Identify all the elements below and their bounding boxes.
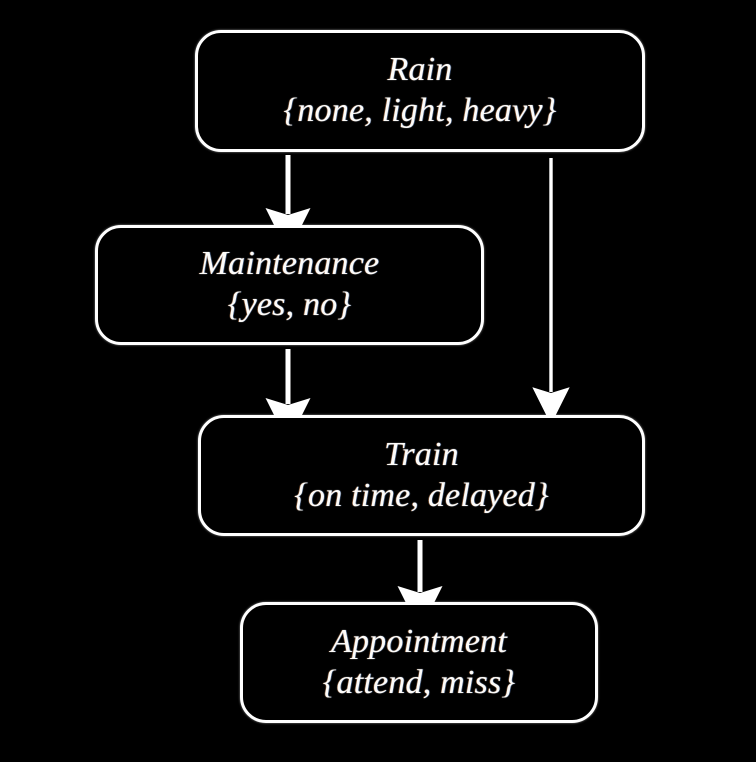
node-rain-states: {none, light, heavy}	[283, 92, 557, 129]
node-rain[interactable]: Rain {none, light, heavy}	[195, 30, 645, 152]
node-appointment[interactable]: Appointment {attend, miss}	[240, 602, 598, 723]
node-train-label: Train	[384, 435, 459, 473]
node-maintenance-label: Maintenance	[199, 245, 380, 282]
node-maintenance[interactable]: Maintenance {yes, no}	[95, 225, 484, 345]
node-rain-label: Rain	[387, 51, 453, 88]
node-maintenance-states: {yes, no}	[227, 286, 352, 323]
node-appointment-states: {attend, miss}	[322, 663, 516, 701]
node-train[interactable]: Train {on time, delayed}	[198, 415, 645, 536]
node-appointment-label: Appointment	[331, 622, 507, 660]
node-train-states: {on time, delayed}	[294, 476, 549, 514]
